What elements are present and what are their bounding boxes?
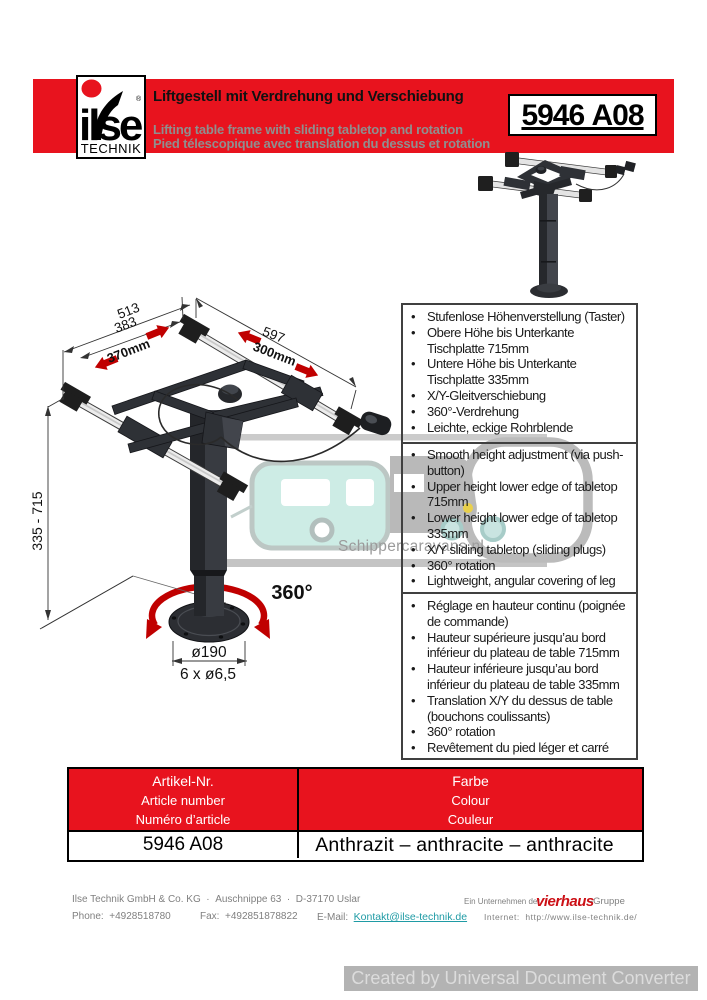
- svg-text:370mm: 370mm: [105, 336, 152, 366]
- svg-text:ø190: ø190: [191, 644, 227, 661]
- svg-text:383: 383: [112, 314, 138, 336]
- svg-text:ilse: ilse: [79, 101, 142, 150]
- svg-text:TECHNIK: TECHNIK: [81, 141, 142, 156]
- svg-text:6 x ø6,5: 6 x ø6,5: [180, 666, 236, 683]
- svg-text:360°: 360°: [271, 582, 312, 604]
- svg-text:335 - 715: 335 - 715: [29, 491, 45, 550]
- svg-text:®: ®: [136, 95, 142, 103]
